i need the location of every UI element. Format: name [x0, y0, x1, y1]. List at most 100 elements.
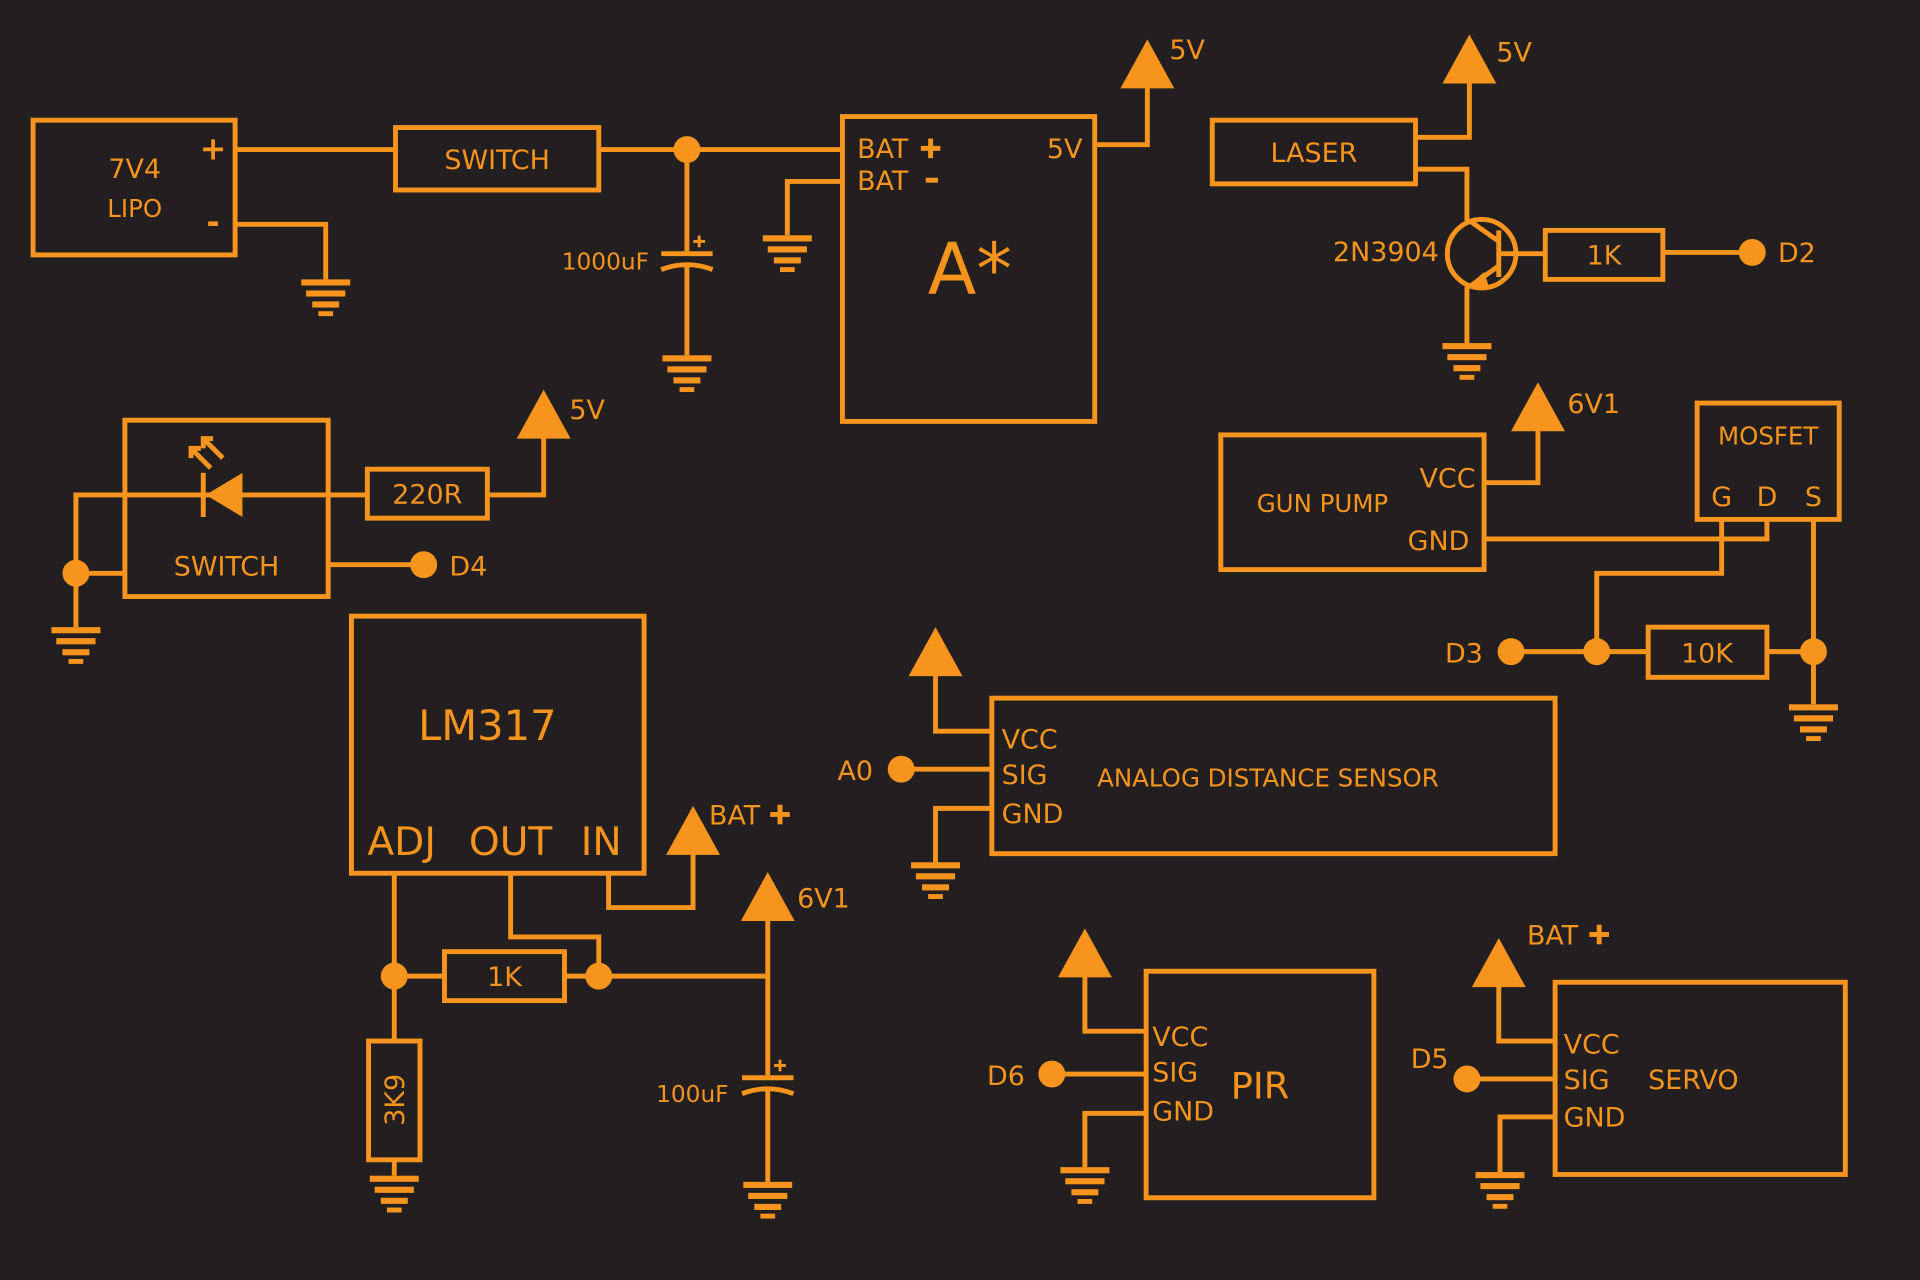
wire-distance-vcc	[933, 673, 992, 734]
led-icon	[188, 436, 243, 517]
servo-gnd-label: GND	[1564, 1103, 1626, 1134]
wire-laser-collector	[1415, 166, 1470, 221]
wire-lm317-in-bat	[606, 852, 696, 910]
pin-d3-dot	[1497, 638, 1525, 666]
servo-sig-label: SIG	[1564, 1065, 1610, 1096]
mosfet-s-label: S	[1805, 482, 1822, 513]
rail-6v1-label: 6V1	[1567, 389, 1620, 420]
rail-6v1-label: 6V1	[797, 884, 850, 915]
capacitor-main-value: 1000uF	[562, 249, 649, 276]
gun-pump-label: GUN PUMP	[1257, 489, 1388, 518]
mosfet-label: MOSFET	[1718, 422, 1819, 451]
wire-pir-vcc	[1082, 974, 1147, 1034]
pir-vcc-label: VCC	[1152, 1022, 1208, 1053]
rail-bat-plus-label: BAT	[709, 800, 761, 831]
battery-plus-label: +	[200, 129, 227, 167]
gun-pump: GUN PUMP VCC GND	[1218, 432, 1487, 573]
rail-5v-label: 5V	[1496, 37, 1532, 68]
mosfet-g-label: G	[1711, 482, 1732, 513]
astar-board: BAT BAT 5V A*	[840, 114, 1098, 424]
wire-astar-5v	[1094, 85, 1150, 148]
wire-battery-gnd	[235, 221, 329, 280]
distance-sensor-label: ANALOG DISTANCE SENSOR	[1097, 763, 1439, 792]
mosfet: MOSFET G D S	[1694, 400, 1842, 522]
wire-pump-6v1	[1484, 428, 1541, 486]
capacitor-1000uf: 1000uF	[562, 149, 714, 356]
resistor-1k-lm317: 1K	[442, 949, 567, 1004]
junction-dot	[673, 136, 701, 164]
wire-mosfet-gate	[1594, 519, 1725, 652]
pin-d4-dot	[410, 551, 438, 579]
battery-minus-label: -	[206, 203, 219, 241]
wire-distance-gnd	[933, 805, 992, 863]
lm317-out-label: OUT	[469, 820, 554, 865]
pir-label: PIR	[1231, 1065, 1290, 1108]
laser-label: LASER	[1270, 138, 1357, 169]
pin-a0-dot	[887, 755, 915, 783]
wire-pir-gnd	[1082, 1110, 1147, 1168]
battery-voltage: 7V4	[108, 154, 161, 185]
pin-a0-label: A0	[838, 756, 874, 787]
lm317-label: LM317	[418, 701, 557, 750]
junction-dot	[585, 962, 613, 990]
pin-d4-label: D4	[449, 552, 487, 583]
wire-220r-5v	[487, 436, 547, 498]
mosfet-resistor-label: 10K	[1681, 639, 1734, 670]
transistor-label: 2N3904	[1333, 237, 1439, 268]
lm317-resistor-bottom-label: 3K9	[380, 1074, 411, 1126]
led-switch-label: SWITCH	[174, 552, 280, 583]
wire-pump-mosfet-drain	[1484, 519, 1770, 542]
main-switch-label: SWITCH	[444, 145, 550, 176]
distance-gnd-label: GND	[1002, 799, 1064, 830]
pin-d3-label: D3	[1445, 639, 1483, 670]
rail-5v-label: 5V	[569, 395, 605, 426]
pin-d2-label: D2	[1778, 238, 1816, 269]
resistor-220r: 220R	[364, 466, 490, 521]
wire-led	[73, 492, 368, 574]
distance-sig-label: SIG	[1002, 760, 1048, 791]
pin-d6-dot	[1038, 1060, 1066, 1088]
servo: VCC SIG GND SERVO	[1552, 979, 1848, 1177]
laser-resistor-label: 1K	[1587, 241, 1623, 272]
pir-sensor: VCC SIG GND PIR	[1143, 968, 1377, 1201]
rail-5v-label: 5V	[1169, 35, 1205, 66]
led-resistor-label: 220R	[392, 479, 462, 510]
pir-sig-label: SIG	[1152, 1057, 1198, 1088]
laser-module: LASER	[1209, 117, 1418, 187]
lm317-in-label: IN	[581, 820, 622, 865]
wire-laser-5v	[1415, 81, 1472, 140]
servo-label: SERVO	[1648, 1065, 1738, 1096]
astar-bat-minus-label: BAT	[857, 166, 909, 197]
distance-vcc-label: VCC	[1002, 724, 1058, 755]
main-switch: SWITCH	[393, 125, 602, 193]
wire-lm317-out	[508, 873, 602, 977]
lm317-regulator: LM317 ADJ OUT IN	[348, 613, 647, 876]
capacitor-100uf: 100uF	[656, 1059, 795, 1182]
wire-servo-vcc	[1496, 984, 1556, 1044]
capacitor-100uf-value: 100uF	[656, 1081, 729, 1108]
junction-dot	[1583, 638, 1611, 666]
junction-dot	[62, 559, 90, 587]
gun-pump-gnd-label: GND	[1408, 526, 1470, 557]
mosfet-d-label: D	[1757, 482, 1778, 513]
wire-servo-gnd	[1497, 1114, 1556, 1173]
rail-bat-plus-label: BAT	[1527, 920, 1579, 951]
resistor-3k9: 3K9	[366, 1038, 423, 1163]
wire-astar-gnd	[784, 178, 843, 236]
pin-d5-dot	[1453, 1065, 1481, 1093]
analog-distance-sensor: VCC SIG GND ANALOG DISTANCE SENSOR	[989, 695, 1558, 857]
servo-vcc-label: VCC	[1564, 1029, 1620, 1060]
lm317-resistor-top-label: 1K	[487, 962, 523, 993]
pin-d6-label: D6	[987, 1061, 1025, 1092]
astar-5v-label: 5V	[1047, 134, 1083, 165]
pin-d2-dot	[1738, 238, 1766, 266]
lm317-adj-label: ADJ	[367, 820, 436, 865]
astar-bat-plus-label: BAT	[857, 134, 909, 165]
astar-title: A*	[928, 228, 1012, 311]
pir-gnd-label: GND	[1152, 1097, 1214, 1128]
gun-pump-vcc-label: VCC	[1419, 464, 1475, 495]
junction-dot	[1800, 638, 1827, 666]
battery: 7V4 LIPO + -	[30, 117, 238, 258]
